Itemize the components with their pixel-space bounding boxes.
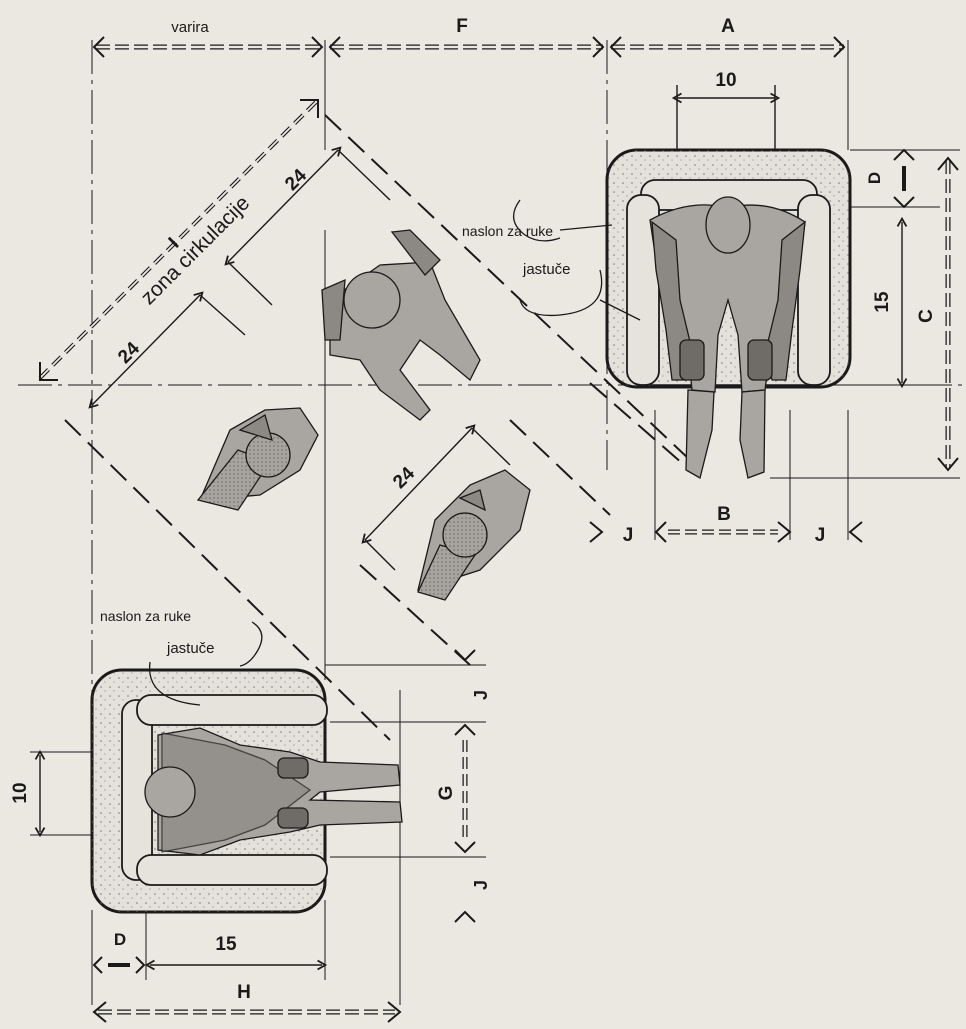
walking-figure-left <box>196 407 319 511</box>
label-J-right-right: J <box>815 525 826 546</box>
label-B: B <box>717 504 731 525</box>
left-chair-side-dimensions <box>454 649 476 923</box>
label-10-top: 10 <box>715 70 736 91</box>
label-D-bottom: D <box>114 930 126 949</box>
label-15-right: 15 <box>872 291 893 313</box>
label-24-left: 24 <box>114 338 144 368</box>
center-lines <box>18 40 966 1005</box>
label-varira: varira <box>171 19 209 36</box>
walking-figure-center <box>321 229 481 421</box>
label-naslon-right: naslon za ruke <box>462 223 553 239</box>
dimension-24-lines <box>88 146 511 571</box>
label-G: G <box>436 786 457 801</box>
bottom-right-dimensions <box>589 521 863 543</box>
leader-lines <box>148 199 641 706</box>
label-naslon-left: naslon za ruke <box>100 608 191 624</box>
top-dimensions <box>92 36 846 58</box>
label-F: F <box>456 16 468 37</box>
label-J-left-top: J <box>471 690 491 700</box>
label-C: C <box>916 309 937 323</box>
label-jastuce-right: jastuče <box>522 261 571 278</box>
label-15-bottom: 15 <box>215 934 237 955</box>
seated-figure-left <box>144 727 403 856</box>
label-J-right-left: J <box>623 525 634 546</box>
label-H: H <box>237 982 251 1003</box>
circulation-zone-boundaries <box>64 114 691 741</box>
label-zona-cirkulacije: zona cirkulacije <box>137 192 255 310</box>
label-10-left: 10 <box>10 782 31 803</box>
label-A: A <box>721 16 735 37</box>
label-D-right: D <box>865 172 884 184</box>
dimension-I <box>38 98 320 381</box>
right-dimensions <box>893 148 959 472</box>
walking-figure-right <box>417 469 531 601</box>
label-J-left-bottom: J <box>471 880 491 890</box>
label-jastuce-left: jastuče <box>166 640 215 657</box>
bottom-dimensions <box>92 956 402 1023</box>
seated-figure-right <box>649 196 806 479</box>
label-24-upper: 24 <box>281 165 311 195</box>
